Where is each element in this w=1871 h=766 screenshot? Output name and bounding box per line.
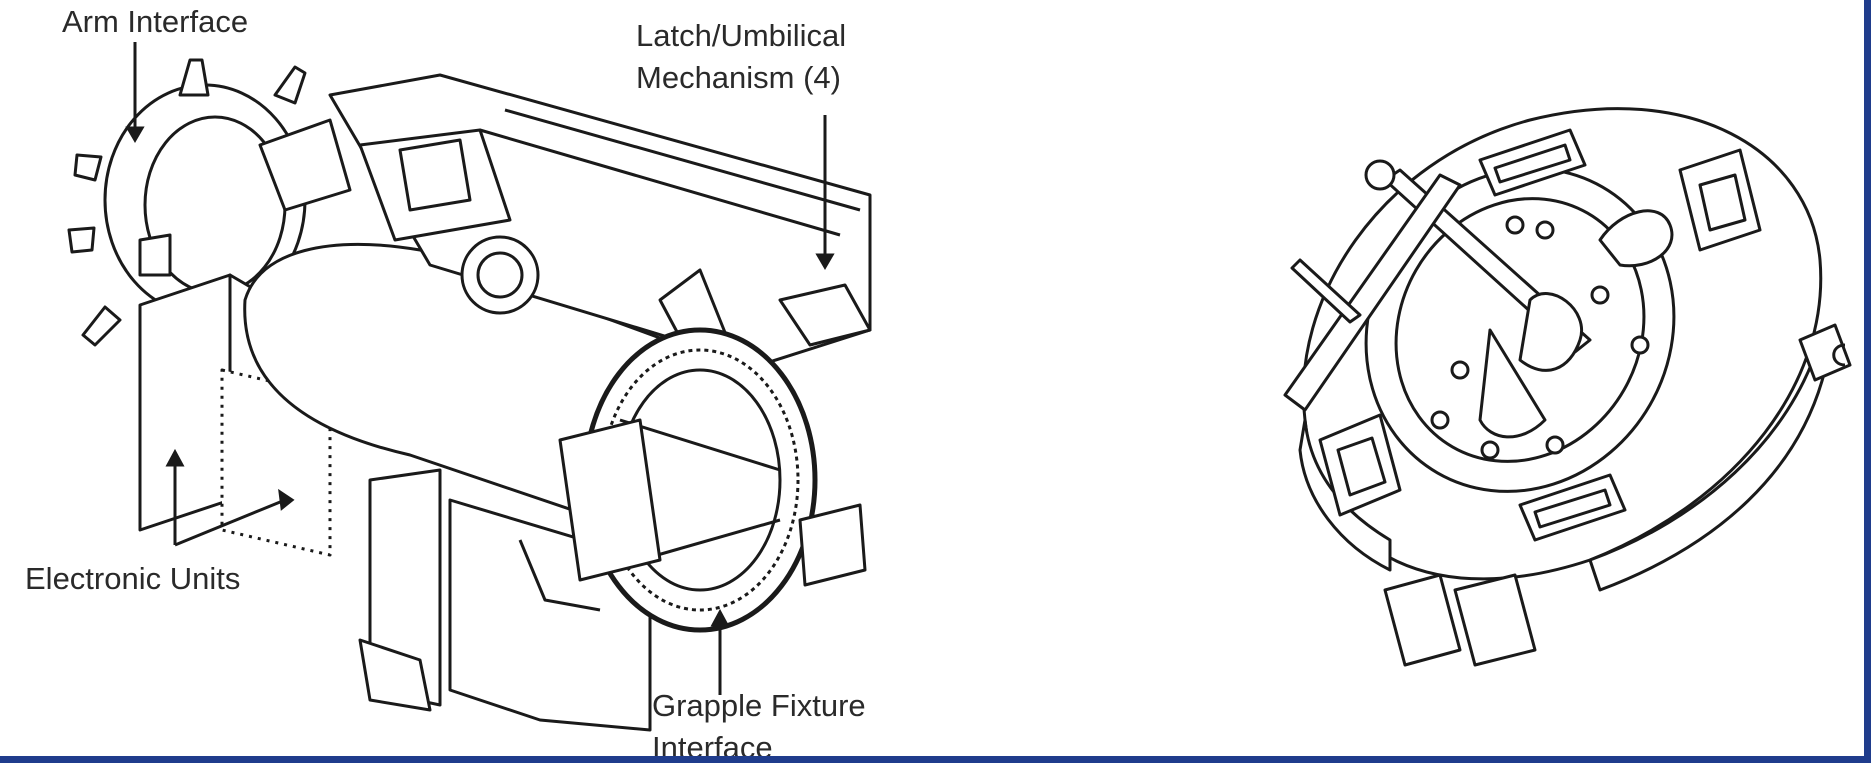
frame-border-bottom (0, 756, 1871, 763)
latch-umbilical-label-line2: Mechanism (4) (636, 60, 841, 95)
latch-umbilical-label-line1: Latch/Umbilical (636, 18, 847, 53)
frame-border-right (1864, 0, 1871, 763)
arm-interface-knob (178, 58, 210, 97)
electronic-units-label: Electronic Units (25, 561, 241, 596)
grapple-fixture-label-line1: Grapple Fixture (652, 688, 866, 723)
bolt-holes (1430, 215, 1650, 460)
arm-interface-label: Arm Interface (62, 4, 249, 39)
